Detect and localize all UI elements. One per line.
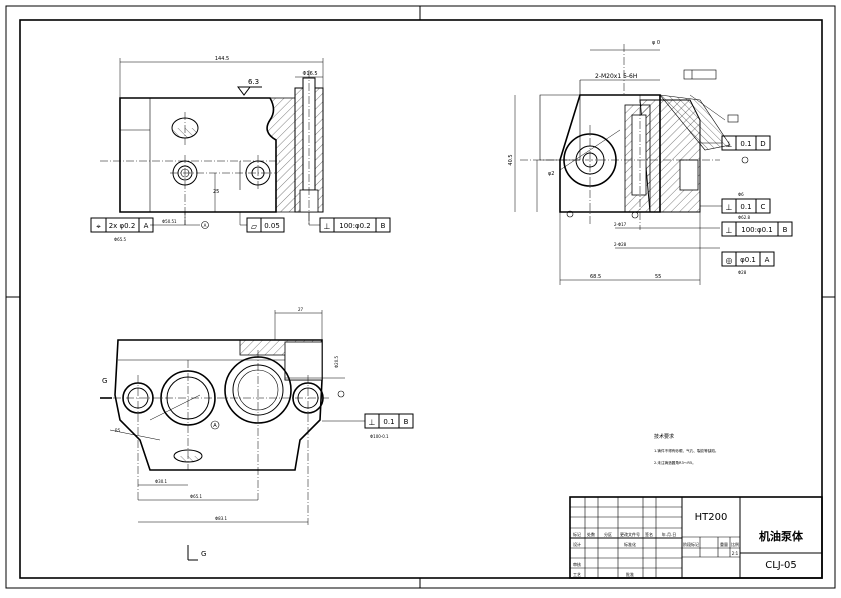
frame5-note: Φ6 [738, 192, 744, 197]
frame7-symbol: ◎ [726, 256, 733, 265]
datum-marker-a1: A [204, 223, 207, 228]
datum-marker-a2: A [213, 423, 217, 429]
tb-stage-label: 阶段标记 [683, 541, 699, 547]
frame7-note: Φ28 [738, 270, 747, 275]
dim-pocket-depth: Φ20.5 [334, 355, 339, 368]
tb-row-label-5: 签名 [645, 531, 653, 537]
technical-notes: 技术要求 1.铸件不得有砂眼、气孔、裂纹等缺陷。 2.未注铸造圆角R3～R5。 [654, 433, 719, 465]
frame1-datum: A [144, 222, 149, 230]
tb-scale-label: 比例 [731, 541, 739, 547]
tolerance-frame-perpendicularity-1: ⊥ 100:φ0.2 B [308, 212, 391, 233]
tb-weight-label: 重量 [720, 541, 728, 547]
frame5-datum: C [761, 203, 766, 211]
frame6-note: Φ62.8 [738, 215, 751, 220]
tolerance-frame-position: ⌖ 2x φ0.2 A Φ65.5 [90, 217, 154, 242]
tb-process-label: 工艺 [573, 572, 581, 577]
tolerance-frame-perpendicularity-d: ⊥ 0.1 D [700, 135, 771, 151]
frame3-value: 100:φ0.2 [339, 222, 370, 230]
frame1-value: 2x φ0.2 [109, 222, 136, 230]
tolerance-frame-perpendicularity-bottom: ⊥ 0.1 B Φ100-0.1 [322, 413, 414, 439]
tb-material: HT200 [695, 512, 728, 523]
tb-approve-label: 批准 [626, 571, 634, 577]
dim-height: 25 [213, 189, 219, 195]
bottom-view: 27 Φ20.5 A G R5 [100, 307, 414, 561]
dim-bottom-right: 55 [655, 274, 661, 280]
frame4-symbol: ⊥ [726, 140, 733, 149]
frame1-note: Φ65.5 [114, 237, 127, 242]
frame8-note: Φ100-0.1 [370, 434, 389, 439]
tb-row-label-3: 分区 [604, 531, 612, 537]
frame3-symbol: ⊥ [324, 222, 331, 231]
tolerance-frame-concentricity: ◎ φ0.1 A Φ28 [721, 251, 775, 275]
tb-designer-label: 设计 [573, 541, 581, 547]
frame8-datum: B [404, 418, 409, 426]
view-label-g: G [201, 550, 206, 558]
sheet-border [5, 5, 836, 589]
tolerance-frame-perpendicularity-c: ⊥ 0.1 C Φ6 [700, 192, 771, 214]
tb-standard-label: 标准化 [624, 541, 636, 547]
tb-row-label-1: 标记 [573, 531, 581, 537]
frame6-value: 100:φ0.1 [741, 226, 772, 234]
frame4-value: 0.1 [740, 140, 751, 148]
dim-hole-b: 2-Φ28 [614, 242, 627, 247]
dim-2: Φ65.1 [190, 494, 203, 499]
frame6-symbol: ⊥ [726, 226, 733, 235]
tb-row-label-4: 更改文件号 [620, 531, 640, 537]
dim-bottom-left: 68.5 [590, 274, 601, 280]
dim-hole-a: 2-Φ17 [614, 222, 627, 227]
dim-small-top: Φ16.5 [302, 71, 317, 77]
frame4-datum: D [760, 140, 765, 148]
tb-scale-value: 2:1 [732, 551, 739, 556]
dim-1: Φ30.1 [155, 479, 168, 484]
frame7-value: φ0.1 [740, 256, 756, 264]
frame6-datum: B [783, 226, 788, 234]
dim-hole-spacing: Φ50.51 [162, 219, 177, 224]
tb-row-label-2: 处数 [587, 531, 595, 537]
tolerance-frame-flatness: ▱ 0.05 [239, 212, 285, 233]
frame5-symbol: ⊥ [726, 203, 733, 212]
section-label-left: G [102, 377, 107, 385]
dim-top-right: φ 0 [652, 40, 660, 46]
tb-drawing-number: CLJ-05 [765, 560, 796, 571]
dim-overall-width: 144.5 [215, 56, 229, 62]
frame7-datum: A [765, 256, 770, 264]
front-view: 144.5 Φ16.5 6.3 [90, 56, 391, 242]
frame2-symbol: ▱ [251, 222, 258, 231]
frame2-value: 0.05 [264, 222, 280, 230]
chamfer-note: R5 [115, 428, 121, 433]
title-block: 标记 处数 分区 更改文件号 签名 年.月.日 设计 标准化 审核 工艺 批准 … [569, 496, 823, 579]
frame5-value: 0.1 [740, 203, 751, 211]
frame1-symbol: ⌖ [96, 222, 101, 231]
tb-row-label-6: 年.月.日 [662, 531, 677, 537]
tb-reviewer-label: 审核 [573, 561, 581, 567]
tech-notes-heading: 技术要求 [654, 433, 674, 440]
frame8-symbol: ⊥ [369, 418, 376, 427]
frame3-datum: B [381, 222, 386, 230]
side-view: φ 0 2-M20x1 5-6H φ2 40.5 [508, 40, 793, 285]
tech-note-1: 1.铸件不得有砂眼、气孔、裂纹等缺陷。 [654, 448, 719, 453]
dim-3: Φ83.1 [215, 516, 228, 521]
tolerance-frame-perpendicularity-b: ⊥ 100:φ0.1 B Φ62.8 [721, 215, 793, 237]
tb-part-name: 机油泵体 [759, 529, 804, 543]
dim-bottom-top: 27 [298, 307, 304, 312]
thread-callout: 2-M20x1 5-6H [595, 73, 637, 80]
dim-diameter-label: φ2 [548, 171, 554, 177]
frame8-value: 0.1 [383, 418, 394, 426]
dim-side-height: 40.5 [508, 154, 514, 165]
surface-finish-value: 6.3 [248, 78, 259, 86]
tech-note-2: 2.未注铸造圆角R3～R5。 [654, 460, 696, 465]
